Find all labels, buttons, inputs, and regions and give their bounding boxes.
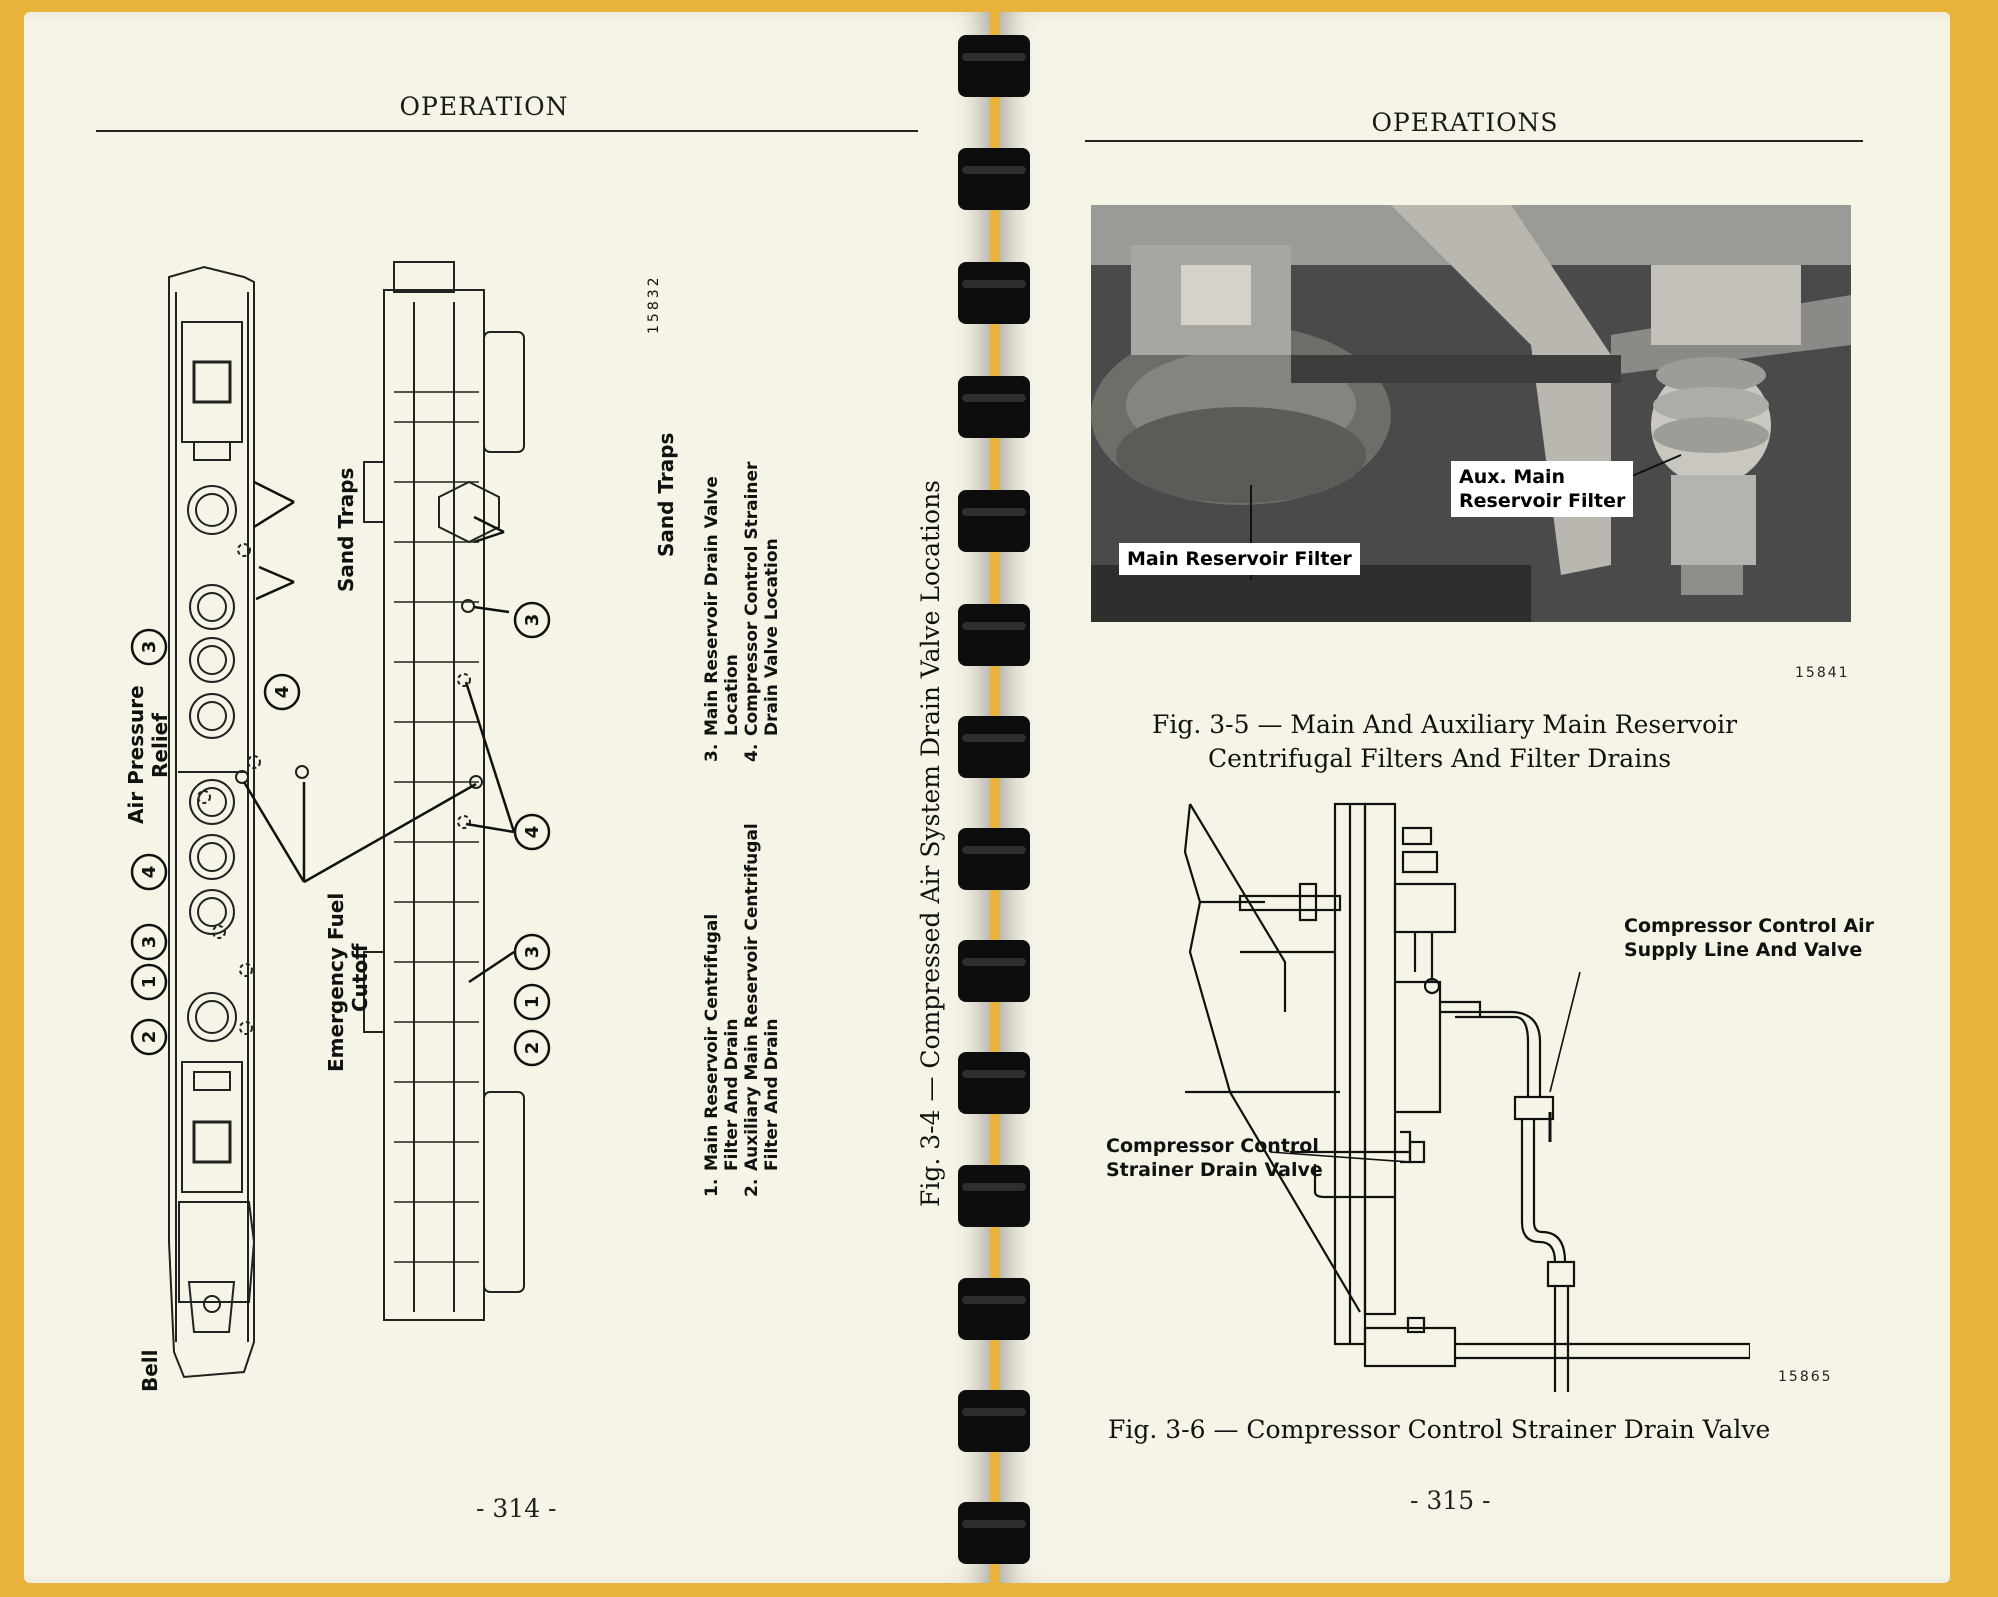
strainer-drain-valve-diagram xyxy=(1183,802,1750,1392)
binding-coil xyxy=(940,1278,1050,1340)
left-page-number: - 314 - xyxy=(476,1494,557,1523)
callout-2-side: 2 xyxy=(522,1042,543,1055)
legend-item-3-num: 3. xyxy=(702,743,722,762)
binding-coil xyxy=(940,262,1050,324)
diagram-code-right: 15865 xyxy=(1778,1369,1833,1385)
binding-coil-bar xyxy=(958,490,1030,552)
diagram-code-left: 15832 xyxy=(646,274,662,334)
label-emergency-fuel-cutoff: Emergency Fuel Cutoff xyxy=(324,893,372,1072)
legend-item-2-num: 2. xyxy=(742,1178,762,1197)
left-header-rule xyxy=(96,130,918,132)
binding-coil-bar xyxy=(958,1165,1030,1227)
binding-coil-bar xyxy=(958,1502,1030,1564)
legend-item-2-line2: Filter And Drain xyxy=(762,1018,782,1171)
air-pressure-relief-line2: Relief xyxy=(148,713,172,778)
figure-3-5-caption-line1: Fig. 3-5 — Main And Auxiliary Main Reser… xyxy=(1152,710,1738,739)
callout-2-low: 2 xyxy=(139,1031,160,1044)
label-supply-line: Compressor Control Air Supply Line And V… xyxy=(1624,914,1874,962)
figure-3-6-caption: Fig. 3-6 — Compressor Control Strainer D… xyxy=(1108,1415,1771,1444)
label-bell: Bell xyxy=(138,1349,162,1392)
binding-coil-bar xyxy=(958,716,1030,778)
legend-item-3-line2: Location xyxy=(722,654,742,736)
legend-item-4-line1: Compressor Control Strainer xyxy=(742,461,762,736)
callout-3-low: 3 xyxy=(139,936,160,949)
binding-coil xyxy=(940,376,1050,438)
binding-coil-bar xyxy=(958,262,1030,324)
aux-filter-line1: Aux. Main xyxy=(1459,466,1566,488)
spiral-binding xyxy=(940,0,1050,1597)
callout-4-top: 4 xyxy=(272,686,293,699)
label-sand-traps-top: Sand Traps xyxy=(334,467,358,592)
locomotive-diagram: 3 4 4 3 1 2 3 4 3 1 2 xyxy=(130,261,551,1379)
binding-coil-bar xyxy=(958,940,1030,1002)
binding-coil xyxy=(940,828,1050,890)
binding-coil xyxy=(940,35,1050,97)
binding-coil-bar xyxy=(958,828,1030,890)
callout-3-side-low: 3 xyxy=(522,946,543,959)
callout-1-side: 1 xyxy=(522,996,543,1009)
left-page-header: OPERATION xyxy=(399,92,569,121)
legend-item-1-line1: Main Reservoir Centrifugal xyxy=(702,913,722,1171)
figure-3-5-caption-line2: Centrifugal Filters And Filter Drains xyxy=(1208,744,1672,773)
callout-3-side: 3 xyxy=(522,614,543,627)
binding-coil-bar xyxy=(958,376,1030,438)
supply-line-line2: Supply Line And Valve xyxy=(1624,939,1863,961)
label-aux-main-reservoir-filter: Aux. Main Reservoir Filter xyxy=(1451,461,1634,517)
callout-4-mid: 4 xyxy=(139,866,160,879)
legend-item-1-line2: Filter And Drain xyxy=(722,1018,742,1171)
binding-coil xyxy=(940,1390,1050,1452)
callout-1-low: 1 xyxy=(139,976,160,989)
legend-item-3-line1: Main Reservoir Drain Valve xyxy=(702,476,722,736)
callout-3-top: 3 xyxy=(139,641,160,654)
right-header-rule xyxy=(1085,140,1863,142)
label-sand-traps-side: Sand Traps xyxy=(654,432,678,557)
label-main-reservoir-filter: Main Reservoir Filter xyxy=(1119,543,1360,575)
binding-coil xyxy=(940,490,1050,552)
legend-item-2-line1: Auxiliary Main Reservoir Centrifugal xyxy=(742,823,762,1171)
label-strainer-drain-valve: Compressor Control Strainer Drain Valve xyxy=(1106,1134,1323,1182)
binding-coil xyxy=(940,716,1050,778)
strainer-valve-line1: Compressor Control xyxy=(1106,1135,1319,1157)
aux-filter-line2: Reservoir Filter xyxy=(1459,490,1626,512)
binding-coil-bar xyxy=(958,1278,1030,1340)
legend-item-4-num: 4. xyxy=(742,743,762,762)
binding-coil xyxy=(940,604,1050,666)
emergency-fuel-cutoff-line1: Emergency Fuel xyxy=(324,892,348,1072)
binding-coil-bar xyxy=(958,35,1030,97)
binding-coil xyxy=(940,1052,1050,1114)
binding-coil-bar xyxy=(958,1390,1030,1452)
filters-photo: Main Reservoir Filter Aux. Main Reservoi… xyxy=(1091,205,1851,622)
strainer-valve-line2: Strainer Drain Valve xyxy=(1106,1159,1323,1181)
left-page: OPERATION xyxy=(24,12,990,1583)
legend-item-1-num: 1. xyxy=(702,1178,722,1197)
supply-line-line1: Compressor Control Air xyxy=(1624,915,1875,937)
binding-coil-bar xyxy=(958,148,1030,210)
air-pressure-relief-line1: Air Pressure xyxy=(124,685,148,824)
right-page-header: OPERATIONS xyxy=(1371,108,1559,137)
filters-photo-drawing xyxy=(1091,205,1851,622)
binding-coil xyxy=(940,1165,1050,1227)
right-page: OPERATIONS Main Reservoir Filter xyxy=(1000,12,1950,1583)
emergency-fuel-cutoff-line2: Cutoff xyxy=(348,943,372,1012)
right-page-number: - 315 - xyxy=(1410,1486,1491,1515)
binding-coil xyxy=(940,1502,1050,1564)
binding-coil-bar xyxy=(958,1052,1030,1114)
binding-coil xyxy=(940,940,1050,1002)
binding-coil xyxy=(940,148,1050,210)
legend-item-4-line2: Drain Valve Location xyxy=(762,538,782,736)
binding-coil-bar xyxy=(958,604,1030,666)
photo-code: 15841 xyxy=(1795,665,1850,681)
label-air-pressure-relief: Air Pressure Relief xyxy=(124,685,172,824)
callout-4-side: 4 xyxy=(522,826,543,839)
